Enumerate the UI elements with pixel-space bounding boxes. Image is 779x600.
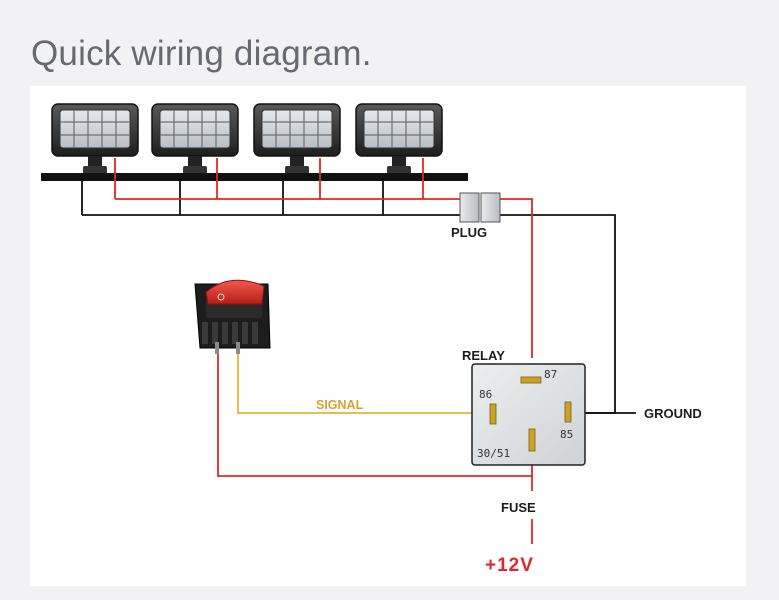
wiring-diagram: PLUG RELAY 87 [30,86,746,586]
signal-label: SIGNAL [316,398,364,412]
relay-terminal-87 [520,376,542,384]
relay-terminal-86 [489,403,497,425]
work-lamp-1 [51,103,139,174]
work-lamp-4 [355,103,443,174]
plug-label: PLUG [451,225,487,240]
relay-pin-85: 85 [560,428,573,441]
work-lamp-3 [253,103,341,174]
power-wiring [114,158,533,544]
relay-block [471,363,586,466]
plug-connector [459,192,501,223]
relay-terminal-85 [564,401,572,423]
ground-label: GROUND [644,406,702,421]
relay-terminal-30 [528,428,536,452]
relay-pin-30-51: 30/51 [477,447,510,460]
lamp-group [51,103,443,174]
diagram-canvas: PLUG RELAY 87 [41,103,702,576]
rocker-switch [194,279,271,354]
work-lamp-2 [151,103,239,174]
mounting-bar [41,173,468,181]
relay-label: RELAY [462,348,505,363]
fuse-label: FUSE [501,500,536,515]
supply-label: +12V [485,555,534,576]
signal-wire [237,352,472,414]
ground-wiring [81,181,636,414]
relay-pin-86: 86 [479,388,492,401]
page-title: Quick wiring diagram. [31,34,372,73]
relay-pin-87: 87 [544,368,557,381]
